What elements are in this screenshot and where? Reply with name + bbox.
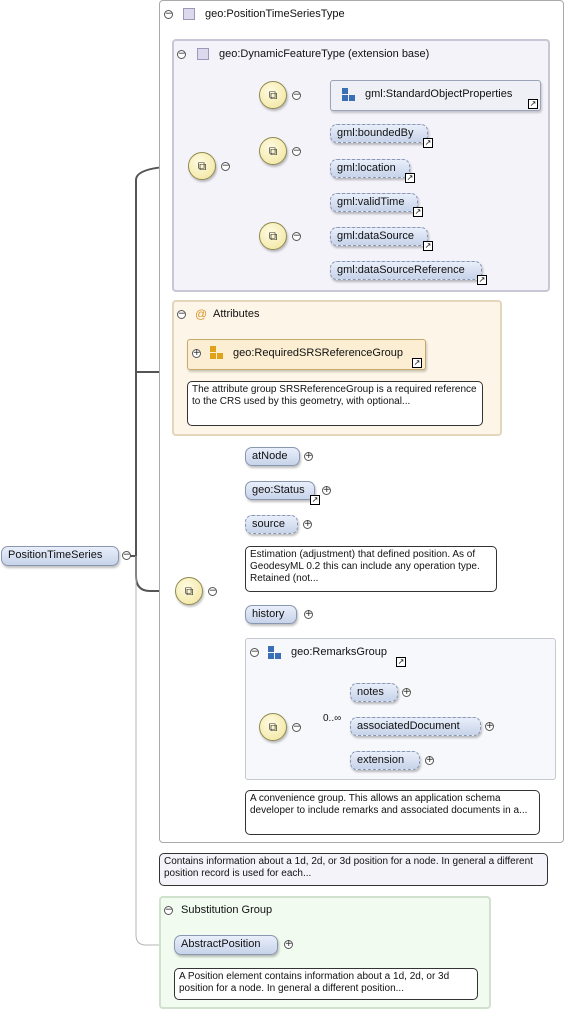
collapse-icon[interactable]: −: [292, 722, 301, 732]
element-label: history: [252, 608, 285, 620]
element-label: gml:dataSource: [337, 230, 415, 242]
expand-icon[interactable]: +: [192, 348, 201, 358]
type-panel-title: geo:PositionTimeSeriesType: [205, 8, 345, 20]
element-associated-document[interactable]: associatedDocument: [350, 717, 481, 736]
element-data-source-reference[interactable]: gml:dataSourceReference: [330, 261, 482, 280]
collapse-icon[interactable]: −: [292, 231, 301, 241]
element-source[interactable]: source: [245, 515, 298, 534]
complex-type-icon: [197, 48, 209, 60]
sequence-compositor-icon[interactable]: ⧉: [259, 222, 287, 250]
expand-icon[interactable]: +: [322, 485, 331, 495]
dynamic-panel-title: geo:DynamicFeatureType (extension base): [219, 48, 430, 60]
collapse-icon[interactable]: −: [292, 146, 301, 156]
expand-icon[interactable]: +: [304, 609, 313, 619]
required-srs-reference-group[interactable]: [187, 339, 426, 370]
reference-arrow-icon[interactable]: ↗: [477, 275, 487, 285]
element-label: extension: [357, 754, 405, 766]
element-label: associatedDocument: [357, 720, 460, 732]
attribute-group-documentation: The attribute group SRSReferenceGroup is…: [187, 381, 483, 426]
sequence-compositor-icon[interactable]: ⧉: [259, 137, 287, 165]
expand-icon[interactable]: +: [402, 687, 411, 697]
element-label: geo:Status: [252, 484, 305, 496]
reference-arrow-icon[interactable]: ↗: [310, 495, 320, 505]
element-label: AbstractPosition: [181, 938, 261, 950]
reference-arrow-icon[interactable]: ↗: [396, 657, 406, 667]
element-data-source[interactable]: gml:dataSource: [330, 227, 428, 246]
reference-arrow-icon[interactable]: ↗: [413, 207, 423, 217]
complex-type-icon: [183, 8, 195, 20]
collapse-icon[interactable]: −: [164, 9, 173, 19]
collapse-icon[interactable]: −: [221, 161, 230, 171]
sequence-compositor-icon[interactable]: ⧉: [259, 713, 287, 741]
element-label: atNode: [252, 450, 288, 462]
element-valid-time[interactable]: gml:validTime: [330, 193, 418, 212]
reference-arrow-icon[interactable]: ↗: [423, 138, 433, 148]
abstract-position-documentation: A Position element contains information …: [174, 968, 478, 1000]
collapse-icon[interactable]: −: [177, 49, 186, 59]
reference-arrow-icon[interactable]: ↗: [528, 99, 538, 109]
collapse-icon[interactable]: −: [208, 586, 217, 596]
sequence-compositor-icon[interactable]: ⧉: [188, 152, 216, 180]
group-icon: [342, 88, 356, 102]
attribute-group-icon: [210, 346, 224, 360]
element-bounded-by[interactable]: gml:boundedBy: [330, 124, 428, 143]
element-extension[interactable]: extension: [350, 751, 420, 770]
element-history[interactable]: history: [245, 605, 297, 624]
expand-icon[interactable]: +: [425, 755, 434, 765]
element-label: gml:location: [337, 162, 396, 174]
element-abstract-position[interactable]: AbstractPosition: [174, 935, 278, 955]
element-location[interactable]: gml:location: [330, 159, 410, 178]
element-label: notes: [357, 686, 384, 698]
source-documentation: Estimation (adjustment) that defined pos…: [245, 546, 497, 592]
cardinality-label: 0..∞: [323, 713, 342, 724]
reference-arrow-icon[interactable]: ↗: [423, 241, 433, 251]
root-element-position-time-series[interactable]: PositionTimeSeries: [1, 546, 119, 566]
attribute-at-icon: @: [195, 307, 208, 321]
expand-icon[interactable]: +: [303, 519, 312, 529]
element-label: gml:boundedBy: [337, 127, 414, 139]
element-notes[interactable]: notes: [350, 683, 398, 702]
group-icon: [268, 646, 282, 660]
substitution-group-title: Substitution Group: [181, 904, 273, 916]
remarks-group-documentation: A convenience group. This allows an appl…: [245, 790, 540, 835]
expand-icon[interactable]: +: [304, 451, 313, 461]
expand-icon[interactable]: +: [485, 721, 494, 731]
reference-arrow-icon[interactable]: ↗: [412, 358, 422, 368]
collapse-icon[interactable]: −: [292, 90, 301, 100]
type-documentation: Contains information about a 1d, 2d, or …: [159, 853, 548, 886]
element-label: gml:validTime: [337, 196, 405, 208]
root-label: PositionTimeSeries: [8, 549, 103, 561]
collapse-icon[interactable]: −: [250, 647, 259, 657]
collapse-icon[interactable]: −: [177, 309, 186, 319]
standard-object-properties-label: gml:StandardObjectProperties: [365, 88, 513, 100]
element-label: source: [252, 518, 286, 530]
standard-object-properties-group[interactable]: [330, 80, 541, 111]
reference-arrow-icon[interactable]: ↗: [405, 173, 415, 183]
expand-icon[interactable]: +: [284, 939, 293, 949]
collapse-icon[interactable]: −: [164, 905, 173, 915]
element-geo-status[interactable]: geo:Status: [245, 481, 315, 500]
attributes-title: Attributes: [213, 308, 260, 320]
sequence-compositor-icon[interactable]: ⧉: [259, 81, 287, 109]
element-at-node[interactable]: atNode: [245, 447, 300, 466]
element-label: gml:dataSourceReference: [337, 264, 465, 276]
required-srs-reference-group-label: geo:RequiredSRSReferenceGroup: [233, 347, 403, 359]
sequence-compositor-icon[interactable]: ⧉: [175, 577, 203, 605]
remarks-group-title: geo:RemarksGroup: [291, 646, 387, 658]
collapse-icon[interactable]: −: [122, 550, 131, 560]
